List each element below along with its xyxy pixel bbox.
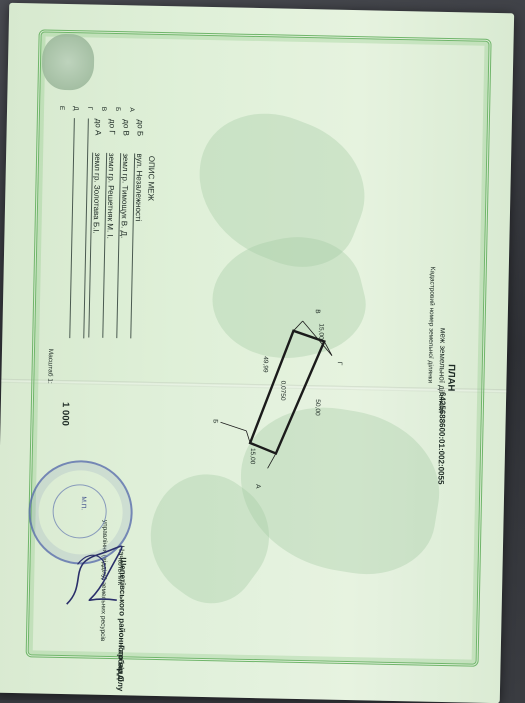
- corner-label-g: Г: [335, 361, 343, 366]
- plot-area-label: 0,0750: [279, 380, 287, 401]
- plot-boundary: [248, 329, 326, 456]
- land-plot-document: ПЛАН меж земельної ділянки Кадастровий н…: [0, 2, 515, 703]
- signature-name: Гарбар О: [116, 645, 126, 682]
- corner-label-a: А: [254, 484, 262, 489]
- side-label-ga: 50,00: [313, 399, 322, 416]
- side-label-bv: 49,99: [261, 356, 269, 373]
- dimension-line: [220, 421, 247, 432]
- corner-label-v: В: [313, 309, 321, 314]
- dimension-line: [293, 320, 303, 332]
- corner-label-b: Б: [211, 419, 219, 424]
- dimension-line: [245, 430, 251, 444]
- dimension-line: [323, 341, 333, 356]
- plot-diagram: [9, 3, 514, 469]
- dimension-line: [267, 453, 277, 469]
- side-label-ab: 15,00: [248, 447, 257, 465]
- dimension-line: [302, 320, 333, 356]
- stamp-label: М.П.: [79, 496, 87, 511]
- handwritten-signature: [66, 545, 123, 605]
- side-label-vg: 15,00: [317, 323, 325, 340]
